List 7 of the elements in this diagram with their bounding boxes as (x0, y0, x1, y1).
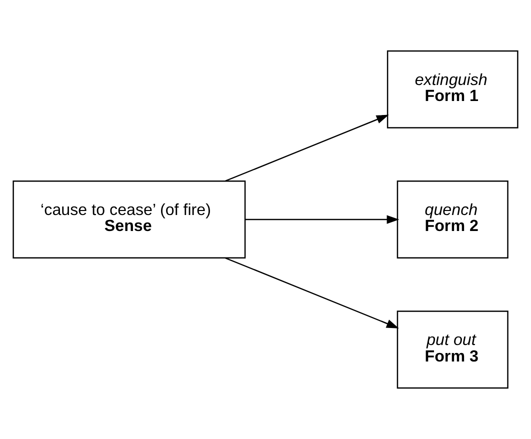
arrow (225, 114, 389, 182)
arrow (225, 257, 399, 328)
node-box: extinguish Form 1 (386, 50, 518, 128)
node-box: quench Form 2 (396, 180, 508, 259)
node-box: ‘cause to cease’ (of fire) Sense (12, 180, 246, 259)
arrow (245, 215, 400, 224)
node-box: put out Form 3 (396, 310, 508, 389)
